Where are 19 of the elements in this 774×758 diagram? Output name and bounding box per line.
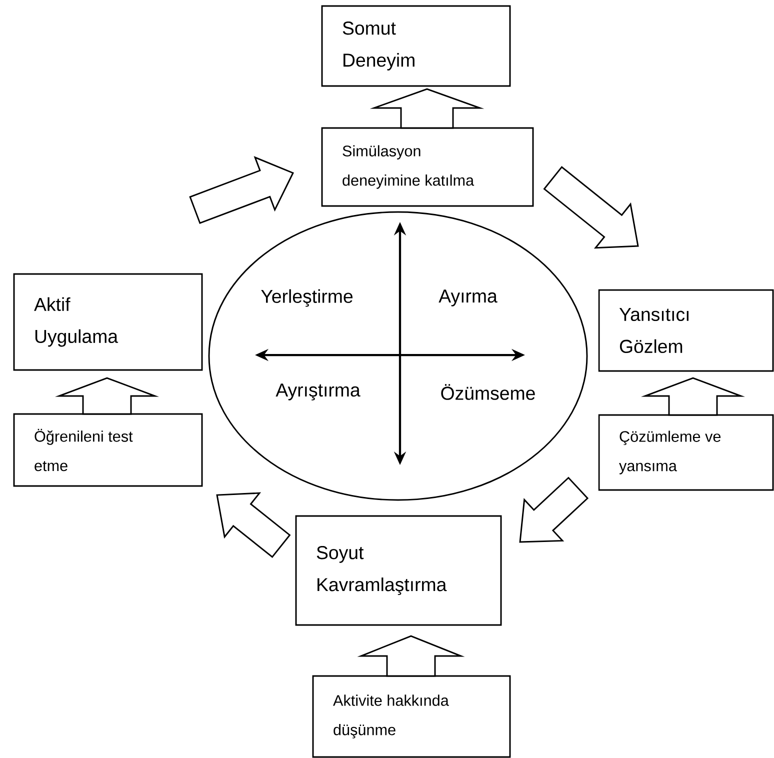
process-box: Aktif Uygulama [13,273,203,371]
block-arrow [370,88,484,129]
process-box: Soyut Kavramlaştırma [295,515,502,626]
block-arrow [54,377,160,415]
process-box: Aktivite hakkında düşünme [312,675,511,758]
process-box: Somut Deneyim [321,5,511,87]
block-arrow [543,166,639,249]
quadrant-label: Yerleştirme [261,289,353,307]
block-arrow [357,635,465,677]
block-arrow [189,156,294,224]
quadrant-label: Ayrıştırma [276,384,360,400]
quadrant-label: Ayırma [438,290,498,306]
quadrant-label: Özümseme [441,384,535,400]
process-box: Simülasyon deneyimine katılma [321,127,534,207]
block-arrow [640,377,746,416]
process-box: Öğrenileni test etme [13,413,203,487]
process-box: Çözümleme ve yansıma [598,414,774,491]
block-arrow [216,492,291,558]
process-box: Yansıtıcı Gözlem [598,289,774,372]
